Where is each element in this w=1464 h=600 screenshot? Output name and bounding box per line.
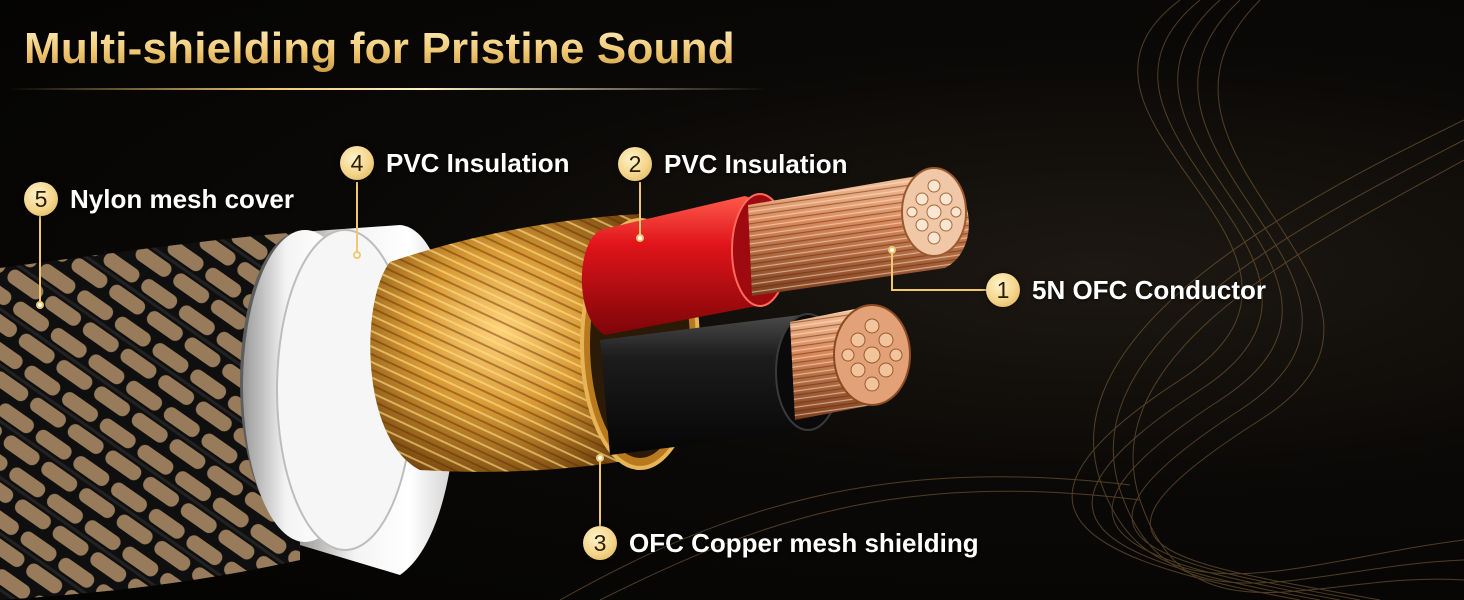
numbered-circle-icon: 2 [618,147,652,181]
callout-label: PVC Insulation [664,148,848,179]
black-pvc-insulation [600,315,836,455]
leader-dot-5 [36,301,44,309]
page-title: Multi-shielding for Pristine Sound [24,24,735,73]
callout-4: 4 PVC Insulation [340,146,569,180]
title-underline [8,88,768,90]
leader-dot-4 [353,251,361,259]
callout-label: Nylon mesh cover [70,183,294,214]
callout-3: 3 OFC Copper mesh shielding [583,526,979,560]
numbered-circle-icon: 5 [24,182,58,216]
callout-label: OFC Copper mesh shielding [629,527,979,558]
callout-1: 1 5N OFC Conductor [986,273,1266,307]
leader-dot-1 [888,246,896,254]
leader-line-1 [891,250,986,291]
nylon-mesh-cover [0,232,300,600]
numbered-circle-icon: 3 [583,526,617,560]
numbered-circle-icon: 1 [986,273,1020,307]
callout-label: PVC Insulation [386,147,570,178]
numbered-circle-icon: 4 [340,146,374,180]
callout-label: 5N OFC Conductor [1032,274,1266,305]
callout-2: 2 PVC Insulation [618,147,847,181]
callout-5: 5 Nylon mesh cover [24,182,294,216]
leader-dot-3 [596,454,604,462]
leader-dot-2 [636,234,644,242]
